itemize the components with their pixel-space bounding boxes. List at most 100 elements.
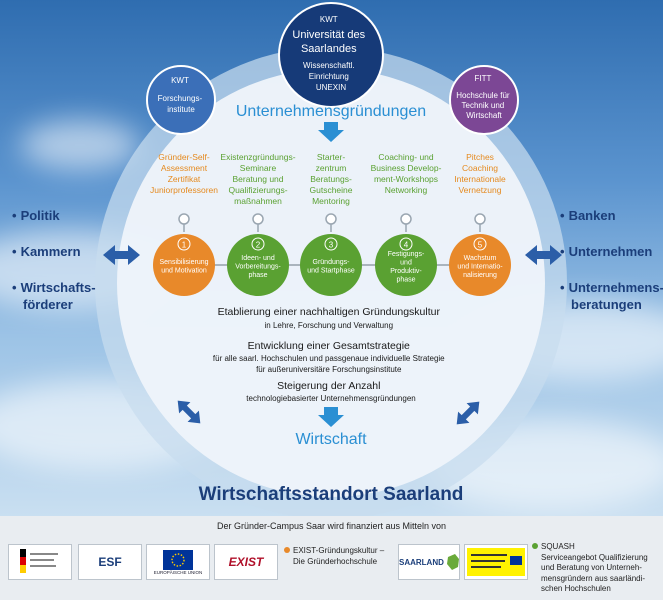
legend-green: SQUASH Serviceangebot Qualifizierung und…	[532, 542, 648, 595]
logo-saarland: SAARLAND	[398, 544, 460, 580]
phase-1-circle	[153, 234, 215, 296]
right-node-line3: Technik und	[462, 101, 505, 110]
left-stakeholder-list: •Politik •Kammern •Wirtschafts- förderer	[12, 207, 96, 313]
top-node-line6: UNEXIN	[316, 83, 346, 92]
offer-3-line: Beratungs-	[310, 174, 352, 184]
svg-text:KWT Universität des Sa: KWT Universität des Saarlandes Wissensch…	[292, 9, 369, 92]
node-kwt-forschungsinstitute	[146, 65, 216, 135]
phase-2-label-line: Ideen- und	[241, 255, 275, 262]
phase-4-circle	[375, 234, 437, 296]
phase-3-label-line: und Startphase	[307, 268, 355, 275]
offer-1-line: Zertifikat	[168, 174, 201, 184]
goal-3-sub: technologiebasierter Unternehmensgründun…	[246, 394, 415, 403]
logo-bmwi	[8, 544, 72, 580]
offer-3-line: Starter-	[317, 152, 346, 162]
phase-2-label-line: Vorbereitungs-	[235, 264, 281, 271]
phase-5-pin	[474, 213, 486, 225]
right-node-line1: FITT	[475, 74, 492, 83]
diagram: KWT Universität des Saarlandes Wissensch…	[95, 2, 567, 516]
phase-4-pin	[400, 213, 412, 225]
phase-3-label: Gründungs-und Startphase	[307, 259, 355, 275]
phase-4-label-line: und	[400, 260, 412, 267]
offer-1-line: Juniorprofessoren	[150, 185, 218, 195]
main-title: Wirtschaftsstandort Saarland	[199, 484, 464, 505]
orange-dot-icon	[284, 547, 290, 553]
arrow-down-bottom-icon	[318, 407, 344, 427]
offer-5-line: Internationale	[454, 174, 506, 184]
right-item-unternehmen: •Unternehmen	[560, 244, 653, 259]
phase-2-circle	[227, 234, 289, 296]
phase-4-label-line: Produktiv-	[390, 268, 422, 275]
offer-2-line: Seminare	[240, 163, 277, 173]
top-node-line1: KWT	[320, 15, 338, 24]
offer-4-line: Business Develop-	[371, 163, 442, 173]
offer-3-line: zentrum	[316, 163, 347, 173]
phase-4-badge	[399, 237, 413, 251]
offer-5-line: Coaching	[462, 163, 498, 173]
phase-4-label-line: Festigungs-	[388, 251, 425, 258]
phase-2-badge	[251, 237, 265, 251]
right-double-arrow-icon	[525, 245, 562, 265]
offer-4-line: Coaching- und	[378, 152, 434, 162]
offer-4-line: ment-Workshops	[374, 174, 438, 184]
saarland-label: SAARLAND	[399, 557, 444, 567]
left-item-politik: •Politik	[12, 208, 60, 223]
diagonal-arrow-left-icon	[177, 400, 201, 424]
title-wirtschaft: Wirtschaft	[295, 431, 367, 448]
phase-4-label-line: phase	[396, 277, 415, 284]
right-item-unternehmensberatungen: •Unternehmens-	[560, 280, 663, 295]
left-item-kammern: •Kammern	[12, 244, 81, 259]
phase-3-pin	[325, 213, 337, 225]
eu-flag-icon	[163, 549, 193, 570]
offer-1-line: Assessment	[161, 163, 208, 173]
right-stakeholder-list: •Banken •Unternehmen •Unternehmens- bera…	[560, 207, 663, 313]
phase-2-pin	[252, 213, 264, 225]
esf-label: ESF	[98, 555, 122, 569]
left-node-line1: KWT	[171, 76, 189, 85]
right-node-line2: Hochschule für	[456, 91, 510, 100]
goal-3-title: Steigerung der Anzahl	[277, 380, 380, 392]
phase-1-badge	[177, 237, 191, 251]
svg-text:KWT Forschungs- instit: KWT Forschungs- institute	[158, 76, 205, 114]
saarland-map-icon	[446, 554, 459, 570]
logo-exist: EXIST	[214, 544, 278, 580]
goal-2-sub-1: für alle saarl. Hochschulen und passgena…	[213, 354, 445, 363]
right-item-banken: •Banken	[560, 208, 616, 223]
offer-3-line: Mentoring	[312, 196, 350, 206]
phase-1-label-line: und Motivation	[161, 268, 207, 275]
goal-1-sub: in Lehre, Forschung und Verwaltung	[265, 321, 394, 330]
phase-1-number: 1	[182, 241, 187, 250]
top-node-line2: Universität des	[292, 29, 365, 41]
logo-eu-fund	[464, 544, 528, 580]
phase-1-pin	[178, 213, 190, 225]
eu-fund-badge-icon	[467, 548, 525, 576]
offer-2-line: Qualifizierungs-	[228, 185, 287, 195]
phase-5-label-line: und Internatio-	[457, 264, 503, 271]
left-item-wirtschaftsfoerderer: •Wirtschafts-	[12, 280, 96, 295]
eu-label: EUROPÄISCHE UNION	[153, 569, 203, 575]
node-kwt-universitaet	[278, 2, 384, 108]
left-node-line3: institute	[167, 105, 195, 114]
node-fitt	[449, 65, 519, 135]
top-node-line4: Wissenschaftl.	[303, 61, 355, 70]
phase-5-label-line: nalisierung	[463, 272, 497, 279]
phase-3-circle	[300, 234, 362, 296]
phase-3-number: 3	[329, 241, 334, 250]
green-dot-icon	[532, 543, 538, 549]
phase-4-number: 4	[404, 241, 409, 250]
right-item-unternehmensberatungen-cont: beratungen	[571, 297, 642, 312]
svg-text:Etablierung einer nachhaltigen: Etablierung einer nachhaltigen Gründungs…	[213, 302, 449, 403]
top-node-line5: Einrichtung	[309, 72, 349, 81]
footer-caption: Der Gründer-Campus Saar wird finanziert …	[216, 521, 447, 531]
legend-orange: EXIST-Gründungskultur – Die Gründerhochs…	[284, 545, 384, 567]
svg-text:FITT Hochschule für Te: FITT Hochschule für Technik und Wirtscha…	[456, 74, 512, 120]
